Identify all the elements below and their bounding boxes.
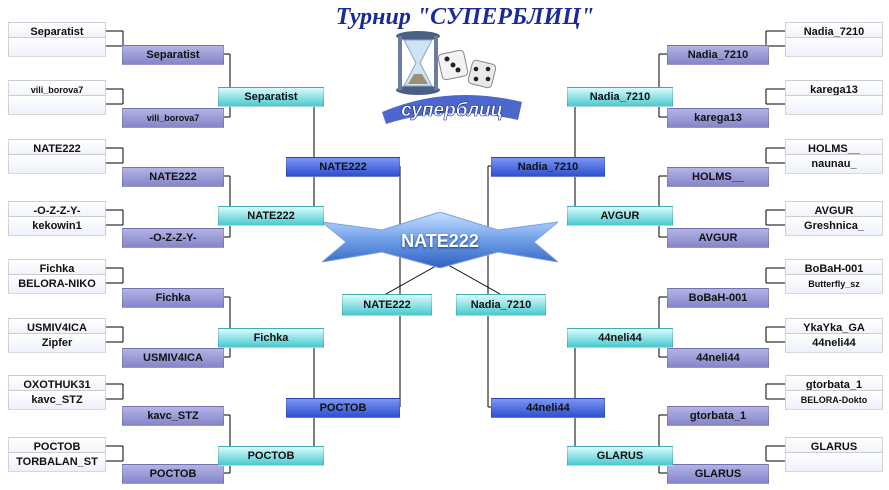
left-r2-slot[interactable]: POCTOB — [122, 464, 224, 484]
superblitz-logo: суперблиц — [382, 31, 522, 124]
right-r3-slot[interactable]: AVGUR — [567, 206, 673, 226]
right-r2-slot[interactable]: 44neli44 — [667, 348, 769, 368]
left-r1-slot[interactable]: TORBALAN_ST — [8, 452, 106, 472]
right-r3-slot[interactable]: Nadia_7210 — [567, 87, 673, 107]
left-r1-slot[interactable] — [8, 37, 106, 57]
right-r2-slot[interactable]: BoBaH-001 — [667, 288, 769, 308]
right-r1-slot[interactable]: 44neli44 — [785, 333, 883, 353]
right-r2-slot[interactable]: gtorbata_1 — [667, 406, 769, 426]
right-r2-slot[interactable]: HOLMS__ — [667, 167, 769, 187]
right-r1-slot[interactable] — [785, 37, 883, 57]
left-r4-slot[interactable]: POCTOB — [286, 398, 400, 418]
bracket-line — [385, 261, 444, 295]
left-r2-slot[interactable]: NATE222 — [122, 167, 224, 187]
left-r2-slot[interactable]: Separatist — [122, 45, 224, 65]
finalist-right[interactable]: Nadia_7210 — [456, 294, 546, 316]
left-r3-slot[interactable]: Fichka — [218, 328, 324, 348]
left-r1-slot[interactable]: Zipfer — [8, 333, 106, 353]
left-r1-slot[interactable]: BELORA-NIKO — [8, 274, 106, 294]
right-r2-slot[interactable]: Nadia_7210 — [667, 45, 769, 65]
svg-text:суперблиц: суперблиц — [401, 100, 503, 121]
right-r1-slot[interactable]: Greshnica_ — [785, 216, 883, 236]
left-r1-slot[interactable] — [8, 95, 106, 115]
finalist-left[interactable]: NATE222 — [342, 294, 432, 316]
left-r3-slot[interactable]: POCTOB — [218, 446, 324, 466]
tournament-title: Турнир "СУПЕРБЛИЦ" — [335, 4, 595, 30]
bracket-line — [442, 261, 501, 295]
right-r1-slot[interactable]: naunau_ — [785, 154, 883, 174]
left-r2-slot[interactable]: Fichka — [122, 288, 224, 308]
right-r1-slot[interactable]: BELORA-Dokto — [785, 390, 883, 410]
champion-name: NATE222 — [401, 231, 479, 251]
left-r4-slot[interactable]: NATE222 — [286, 157, 400, 177]
right-r1-slot[interactable] — [785, 452, 883, 472]
left-r2-slot[interactable]: kavc_STZ — [122, 406, 224, 426]
left-r3-slot[interactable]: NATE222 — [218, 206, 324, 226]
dice-icon — [437, 49, 497, 89]
hourglass-icon — [396, 31, 440, 95]
left-r3-slot[interactable]: Separatist — [218, 87, 324, 107]
right-r4-slot[interactable]: Nadia_7210 — [491, 157, 605, 177]
right-r1-slot[interactable]: Butterfly_sz — [785, 274, 883, 294]
champion-banner — [322, 212, 558, 268]
left-r2-slot[interactable]: vili_borova7 — [122, 108, 224, 128]
right-r2-slot[interactable]: karega13 — [667, 108, 769, 128]
right-r4-slot[interactable]: 44neli44 — [491, 398, 605, 418]
right-r3-slot[interactable]: GLARUS — [567, 446, 673, 466]
right-r2-slot[interactable]: GLARUS — [667, 464, 769, 484]
right-r2-slot[interactable]: AVGUR — [667, 228, 769, 248]
right-r1-slot[interactable] — [785, 95, 883, 115]
left-r2-slot[interactable]: USMIV4ICA — [122, 348, 224, 368]
left-r1-slot[interactable] — [8, 154, 106, 174]
right-r3-slot[interactable]: 44neli44 — [567, 328, 673, 348]
left-r2-slot[interactable]: -O-Z-Z-Y- — [122, 228, 224, 248]
left-r1-slot[interactable]: kavc_STZ — [8, 390, 106, 410]
left-r1-slot[interactable]: kekowin1 — [8, 216, 106, 236]
